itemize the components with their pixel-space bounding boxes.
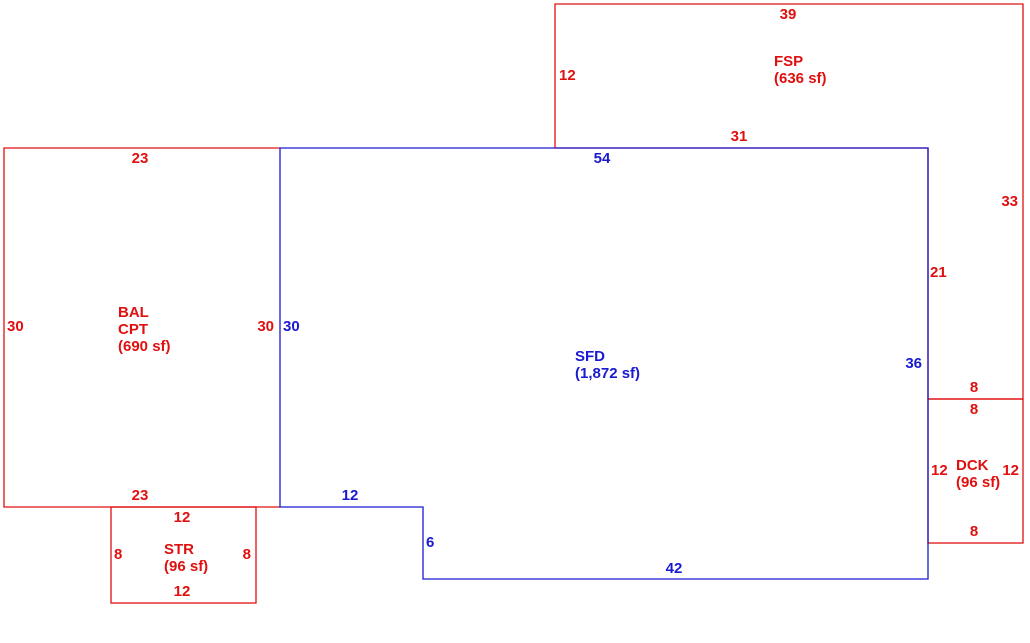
bal-area-label: (690 sf) — [118, 338, 171, 355]
fsp-dim-top: 39 — [780, 6, 797, 23]
str-outline — [110, 506, 257, 604]
str-dim-left: 8 — [114, 546, 122, 563]
bal-dim-top: 23 — [132, 150, 149, 167]
dck-dim-top-outer: 8 — [970, 379, 978, 396]
fsp-code-label: FSP — [774, 53, 803, 70]
bal-dim-bottom: 23 — [132, 487, 149, 504]
sfd-area-label: (1,872 sf) — [575, 365, 640, 382]
bal-code-label: BAL — [118, 304, 149, 321]
str-code-label: STR — [164, 541, 194, 558]
str-dim-right: 8 — [243, 546, 251, 563]
sfd-dim-bottom-left: 12 — [342, 487, 359, 504]
fsp-dim-bottom: 31 — [731, 128, 748, 145]
sfd-dim-step: 6 — [426, 534, 434, 551]
str-dim-top: 12 — [174, 509, 191, 526]
dck-area-label: (96 sf) — [956, 474, 1000, 491]
fsp-dim-right-lower: 21 — [930, 264, 947, 281]
sfd-code-label: SFD — [575, 348, 605, 365]
fsp-area-label: (636 sf) — [774, 70, 827, 87]
dck-code-label: DCK — [956, 457, 989, 474]
dck-dim-bottom: 8 — [970, 523, 978, 540]
fsp-dim-left: 12 — [559, 67, 576, 84]
cpt-code-label: CPT — [118, 321, 148, 338]
str-dim-bottom: 12 — [174, 583, 191, 600]
dck-dim-right: 12 — [1002, 462, 1019, 479]
str-area-label: (96 sf) — [164, 558, 208, 575]
dck-dim-top: 8 — [970, 401, 978, 418]
bal-dim-right: 30 — [257, 318, 274, 335]
sfd-dim-top: 54 — [594, 150, 611, 167]
sfd-dim-bottom: 42 — [666, 560, 683, 577]
sfd-dim-right: 36 — [905, 355, 922, 372]
sfd-outline — [279, 147, 929, 580]
sfd-dim-left: 30 — [283, 318, 300, 335]
dck-dim-left: 12 — [931, 462, 948, 479]
fsp-dim-right: 33 — [1001, 193, 1018, 210]
bal-dim-left: 30 — [7, 318, 24, 335]
